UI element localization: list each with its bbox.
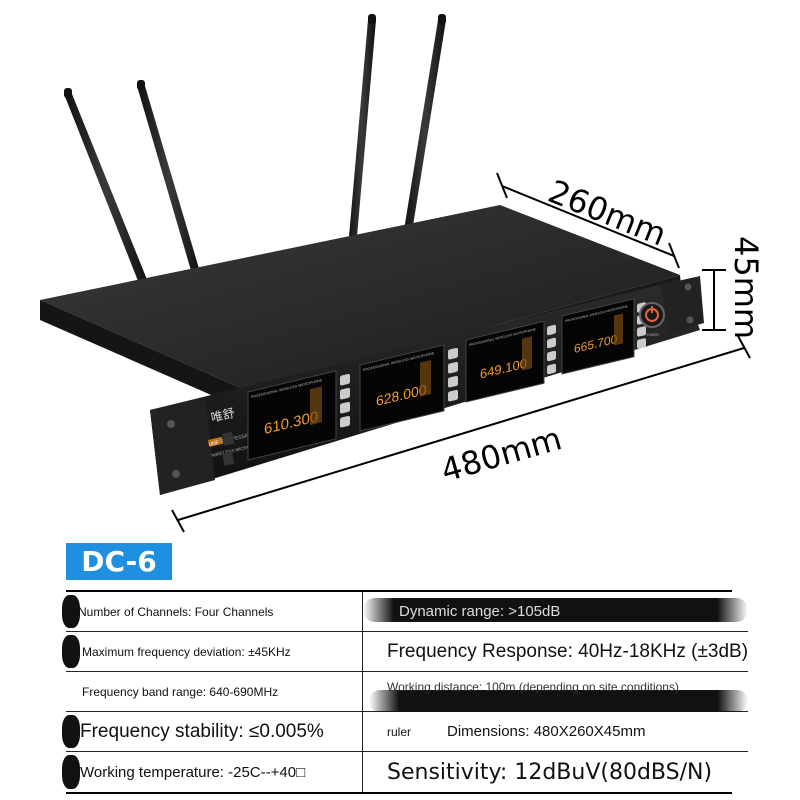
antenna-3	[348, 20, 376, 248]
spec-frequency-stability: Frequency stability: ≤0.005%	[80, 720, 324, 742]
spec-cell: ruler Dimensions: 480X260X45mm	[363, 712, 749, 752]
channel-display-1: PROFESSIONAL WIRELESS MICROPHONE 610.300	[247, 370, 350, 461]
channel-display-2: PROFESSIONAL WIRELESS MICROPHONE 628.000	[359, 344, 458, 432]
spec-cell: Sensitivity: 12dBuV(80dBS/N)	[363, 752, 748, 792]
spec-working-temperature: Working temperature: -25C--+40□	[80, 763, 306, 781]
antenna-2	[137, 86, 200, 274]
spec-cell: Working distance: 100m (depending on sit…	[363, 672, 749, 712]
spec-cell: Frequency band range: 640-690MHz	[66, 672, 363, 712]
spec-cell: Number of Channels: Four Channels	[62, 592, 363, 632]
spec-ruler: ruler	[387, 724, 412, 739]
spec-dynamic-range: Dynamic range: >105dB	[399, 603, 561, 620]
spec-frequency-deviation: Maximum frequency deviation: ±45KHz	[82, 644, 291, 659]
width-label: 480mm	[437, 419, 566, 490]
power-button[interactable]: POWER	[639, 302, 665, 337]
spec-sensitivity: Sensitivity: 12dBuV(80dBS/N)	[387, 759, 713, 785]
spec-dimensions: Dimensions: 480X260X45mm	[447, 723, 646, 740]
spec-frequency-response: Frequency Response: 40Hz-18KHz (±3dB)	[387, 640, 749, 662]
channel-displays: PROFESSIONAL WIRELESS MICROPHONE 610.300…	[247, 298, 646, 461]
antennas	[64, 14, 446, 286]
brand-logo: 唯舒	[210, 406, 237, 425]
power-label: POWER	[644, 332, 659, 337]
antenna-4	[404, 20, 446, 232]
spec-channels: Number of Channels: Four Channels	[78, 604, 274, 619]
spec-cell: Frequency Response: 40Hz-18KHz (±3dB)	[363, 632, 749, 672]
spec-cell: Frequency stability: ≤0.005%	[62, 712, 363, 752]
product-image: 唯舒 UHF PROFESSIONAL WIRELESS MICROPHONE …	[40, 14, 765, 533]
spec-table: Number of Channels: Four Channels Dynami…	[62, 590, 749, 794]
smudge	[369, 690, 749, 712]
uhf-badge: UHF	[208, 440, 219, 448]
smudge	[363, 598, 749, 622]
spec-working-distance: Working distance: 100m (depending on sit…	[387, 679, 679, 694]
spec-frequency-band: Frequency band range: 640-690MHz	[82, 684, 279, 699]
spec-cell: Dynamic range: >105dB	[363, 592, 749, 632]
antenna-1	[64, 94, 148, 286]
dimension-height: 45mm	[702, 236, 765, 339]
channel-display-3: PROFESSIONAL WIRELESS MICROPHONE 649.100	[465, 320, 556, 403]
spec-cell: Maximum frequency deviation: ±45KHz	[62, 632, 363, 672]
spec-cell: Working temperature: -25C--+40□	[62, 752, 363, 792]
model-tag: DC-6	[66, 543, 172, 580]
height-label: 45mm	[727, 236, 765, 339]
